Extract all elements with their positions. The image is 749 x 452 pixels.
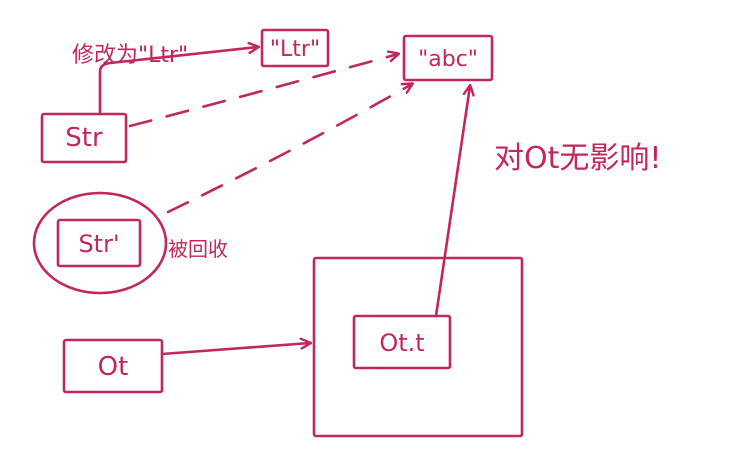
collected-note: 被回收 — [168, 237, 228, 261]
str-copy-var-text: Str' — [78, 230, 119, 258]
ot-var-box — [62, 338, 164, 394]
ot-field-box — [352, 314, 452, 370]
str-to-old-value-dashed-arrow — [128, 54, 398, 128]
str-old-value-box — [402, 34, 494, 82]
no-effect-note: 对Ot无影响! — [494, 141, 661, 176]
str-var-text: Str — [65, 123, 103, 153]
collected-circle — [32, 191, 168, 295]
str-var-box — [40, 112, 128, 164]
str-copy-var-box — [56, 218, 142, 268]
str-copy-to-old-value-dashed-arrow — [166, 84, 412, 214]
str-new-value-box — [260, 28, 330, 68]
ot-field-to-old-value-arrow — [434, 86, 470, 318]
str-old-value-text: "abc" — [418, 47, 478, 72]
ot-field-text: Ot.t — [379, 329, 424, 357]
str-to-new-value-arrow — [98, 47, 258, 116]
str-new-value-text: "Ltr" — [270, 37, 320, 62]
object-box — [312, 256, 524, 438]
ot-to-object-arrow — [160, 343, 310, 356]
ot-var-text: Ot — [98, 352, 129, 382]
